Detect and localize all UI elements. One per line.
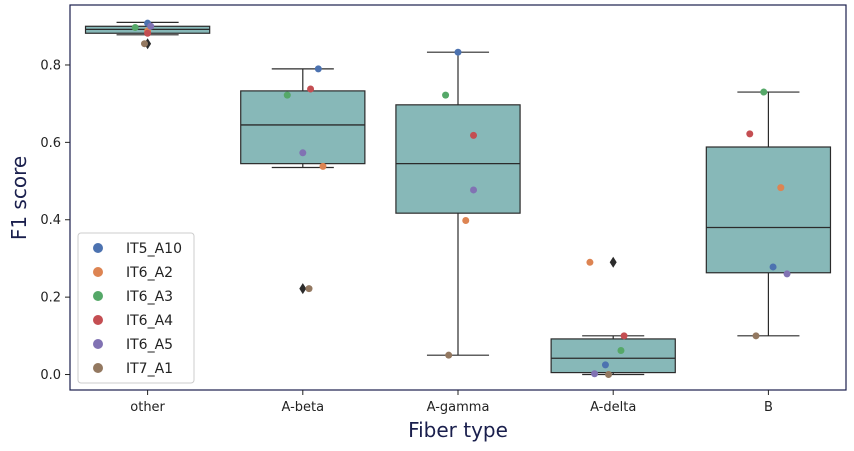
- legend-marker: [93, 243, 103, 253]
- data-point: [620, 332, 628, 340]
- data-point: [147, 22, 155, 30]
- legend-marker: [93, 291, 103, 301]
- box-iqr: [550, 338, 676, 374]
- legend-marker: [93, 267, 103, 277]
- data-point: [462, 217, 470, 225]
- outlier-marker: [609, 256, 617, 268]
- data-point: [752, 332, 760, 340]
- legend-label: IT5_A10: [126, 241, 182, 257]
- data-point: [760, 88, 768, 96]
- data-point: [131, 23, 139, 31]
- y-tick-label: 0.4: [40, 213, 61, 228]
- legend-label: IT6_A5: [126, 337, 173, 353]
- box-iqr: [705, 146, 832, 274]
- data-point: [769, 263, 777, 271]
- data-point: [591, 370, 599, 378]
- legend-marker: [93, 363, 103, 373]
- data-point: [617, 347, 625, 355]
- legend-box: [77, 232, 195, 384]
- data-point: [777, 184, 785, 192]
- data-point: [746, 130, 754, 138]
- y-tick-label: 0.2: [40, 291, 61, 306]
- box-iqr: [395, 104, 521, 214]
- y-axis-label: F1 score: [7, 156, 31, 240]
- data-point: [144, 29, 152, 37]
- data-point: [319, 162, 327, 170]
- legend-marker: [93, 315, 103, 325]
- x-tick-label: A-beta: [281, 400, 324, 415]
- data-point: [470, 131, 478, 139]
- data-point: [445, 351, 453, 359]
- y-tick-label: 0.8: [40, 58, 61, 73]
- data-point: [601, 361, 609, 369]
- data-point: [140, 40, 148, 48]
- legend-label: IT6_A4: [126, 313, 173, 329]
- x-tick-label: other: [130, 400, 165, 415]
- data-point: [299, 149, 307, 157]
- x-axis: other A-beta A-gamma A-delta B: [130, 390, 773, 415]
- data-point: [605, 371, 613, 379]
- x-tick-label: A-delta: [590, 400, 636, 415]
- data-point: [442, 91, 450, 99]
- data-point: [470, 186, 478, 194]
- legend-label: IT6_A2: [126, 265, 173, 281]
- data-point: [783, 270, 791, 278]
- data-point: [283, 91, 291, 99]
- y-axis: 0.0 0.2 0.4 0.6 0.8: [40, 58, 70, 383]
- legend-marker: [93, 339, 103, 349]
- data-point: [454, 48, 462, 56]
- x-tick-label: B: [764, 400, 773, 415]
- x-axis-label: Fiber type: [408, 418, 508, 442]
- data-point: [586, 258, 594, 266]
- legend-label: IT7_A1: [126, 361, 173, 377]
- data-point: [305, 285, 313, 293]
- legend-label: IT6_A3: [126, 289, 173, 305]
- outlier-marker: [299, 283, 307, 295]
- y-tick-label: 0.0: [40, 368, 61, 383]
- data-point: [307, 85, 315, 93]
- x-tick-label: A-gamma: [427, 400, 490, 415]
- y-tick-label: 0.6: [40, 136, 61, 151]
- data-point: [314, 65, 322, 73]
- plot-area: [84, 19, 832, 379]
